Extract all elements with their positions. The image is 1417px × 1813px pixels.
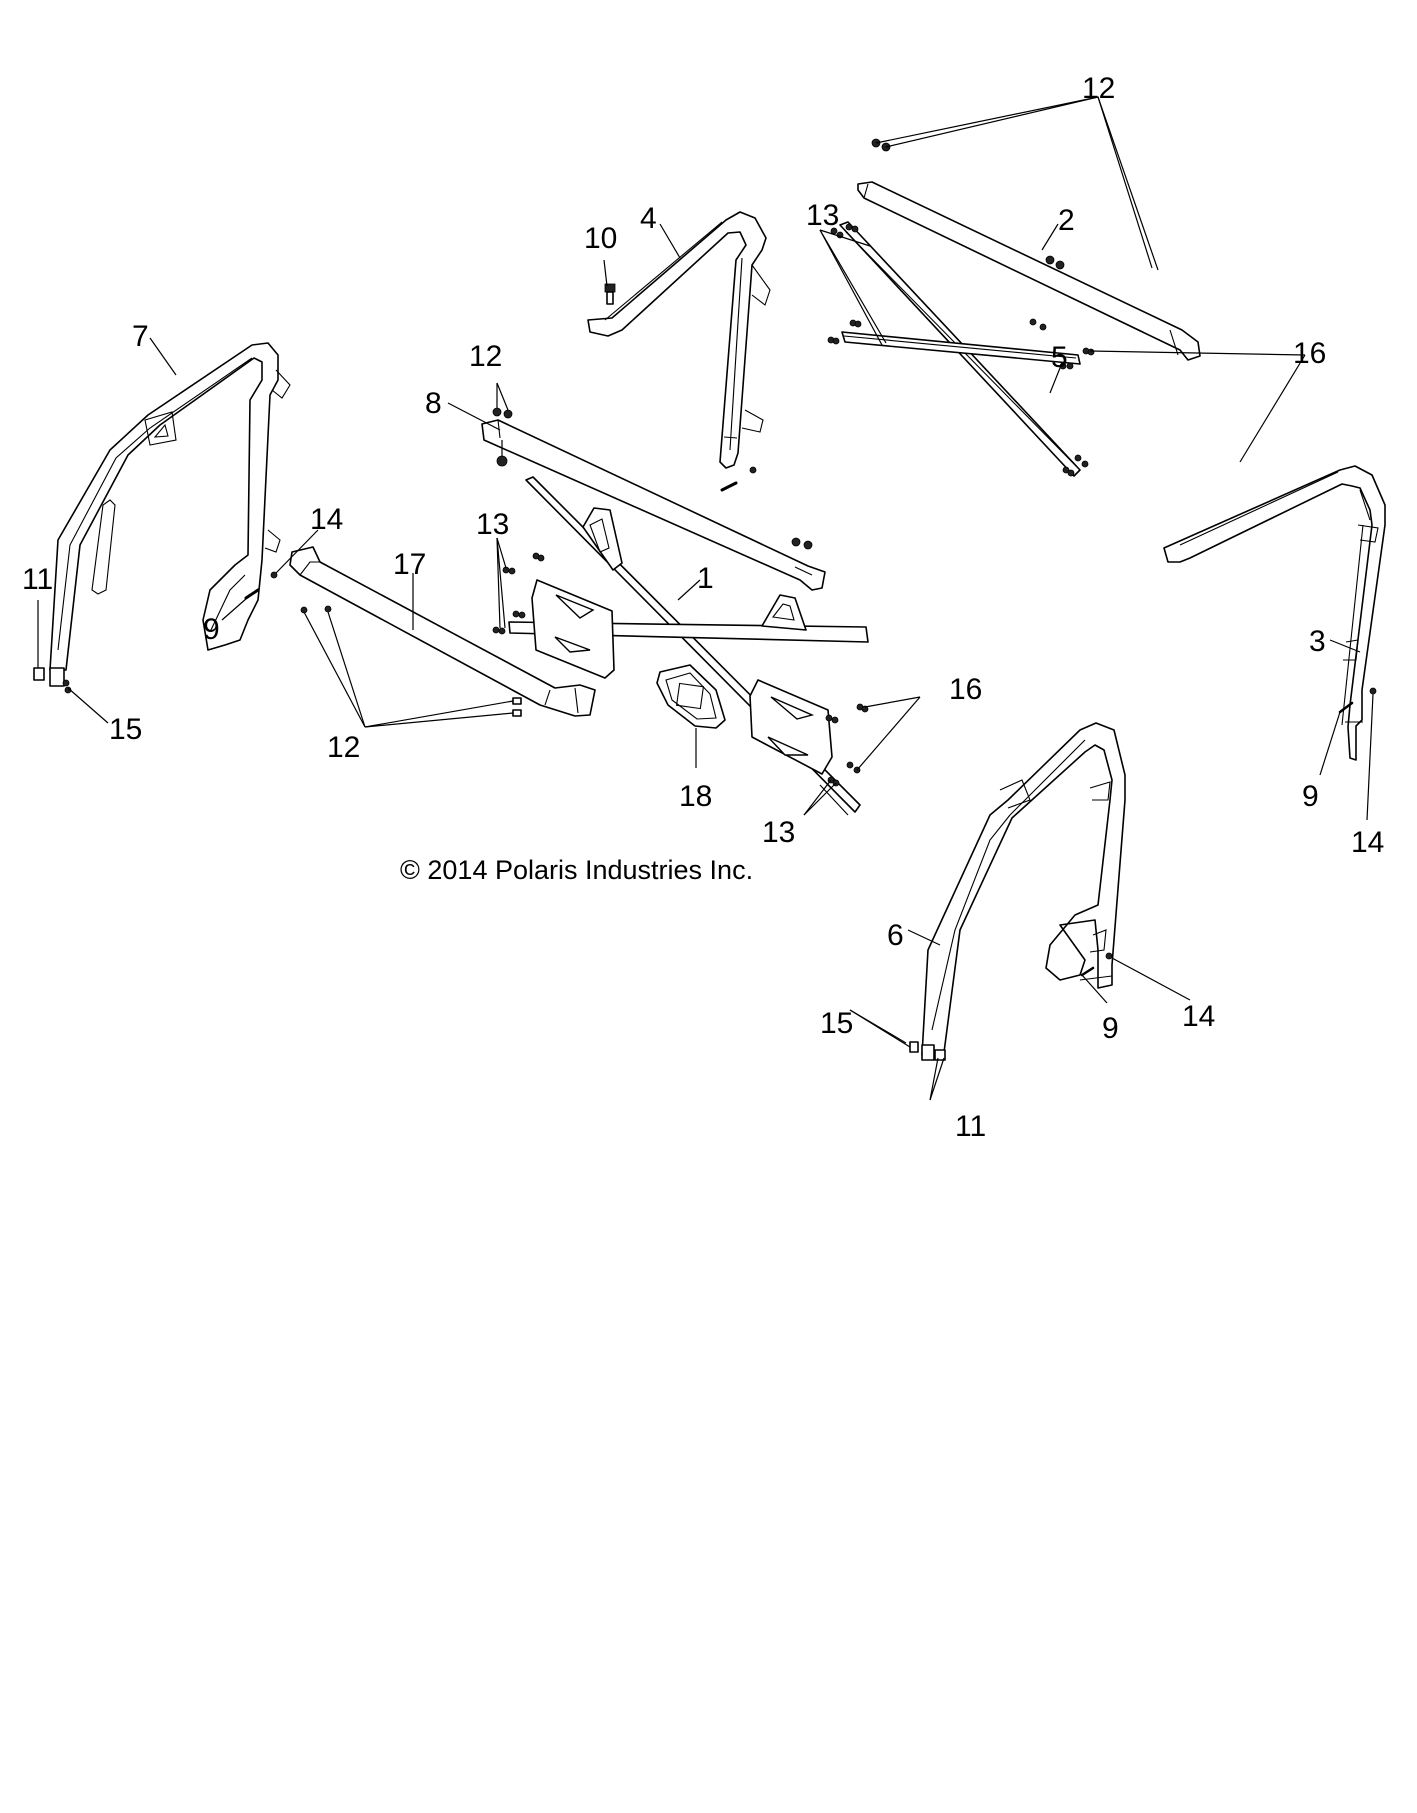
callout-12-top: 12	[1082, 72, 1115, 105]
part-7-front-left-rollbar[interactable]	[49, 342, 291, 687]
leader-lines	[37, 96, 1374, 1101]
callout-6: 6	[887, 919, 904, 952]
callout-1: 1	[697, 562, 714, 595]
callout-15-lower: 15	[820, 1007, 853, 1040]
callout-13-center: 13	[476, 508, 509, 541]
callout-7: 7	[132, 320, 149, 353]
callout-15-left: 15	[109, 713, 142, 746]
part-3-rear-right-hoop[interactable]	[1163, 465, 1386, 761]
part-10-bolt[interactable]	[604, 283, 616, 305]
part-4-front-upper-hoop[interactable]	[587, 211, 771, 469]
callout-12-bottom: 12	[327, 731, 360, 764]
part-1-cab-frame[interactable]	[508, 476, 869, 816]
part-5-x-brace[interactable]	[839, 221, 1081, 477]
callout-2: 2	[1058, 204, 1075, 237]
callout-9-lower: 9	[1102, 1012, 1119, 1045]
callout-11-lower: 11	[955, 1110, 986, 1143]
hardware-12-mid[interactable]	[492, 407, 813, 550]
callout-13-bottom: 13	[762, 816, 795, 849]
callout-11-left: 11	[22, 563, 53, 596]
pin-under-part-4[interactable]	[720, 466, 757, 492]
callout-16-right: 16	[1293, 337, 1326, 370]
callout-14-left: 14	[310, 503, 343, 536]
callout-10: 10	[584, 222, 617, 255]
copyright-notice: © 2014 Polaris Industries Inc.	[400, 855, 753, 885]
callout-3: 3	[1309, 625, 1326, 658]
callout-17: 17	[393, 548, 426, 581]
part-9-pin-left[interactable]	[244, 588, 260, 600]
callout-4: 4	[640, 202, 657, 235]
callout-16-mid: 16	[949, 673, 982, 706]
callout-9-right: 9	[1302, 780, 1319, 813]
hardware-16-mid[interactable]	[846, 703, 869, 774]
callout-12-mid: 12	[469, 340, 502, 373]
callout-9-left: 9	[203, 613, 220, 646]
hardware-16-right[interactable]	[1059, 347, 1095, 477]
part-17-lower-bar[interactable]	[289, 546, 596, 717]
callout-14-right: 14	[1351, 826, 1384, 859]
callout-5: 5	[1051, 341, 1068, 374]
callout-13-top-right: 13	[806, 199, 839, 232]
callout-14-lower: 14	[1182, 1000, 1215, 1033]
part-6-front-right-rollbar[interactable]	[909, 722, 1126, 1061]
hardware-11-15-left[interactable]	[33, 667, 72, 694]
part-18-emblem[interactable]	[656, 664, 726, 729]
callout-18: 18	[679, 780, 712, 813]
hardware-14-left[interactable]	[270, 571, 278, 579]
callout-8: 8	[425, 387, 442, 420]
part-2-rear-cross-bar[interactable]	[857, 181, 1201, 361]
part-8-front-cross-bar[interactable]	[481, 419, 826, 591]
hardware-13-center[interactable]	[492, 552, 545, 635]
callout-labels: 12 2 13 4 10 7 12 8 16 5 14 13 17 1 11 9…	[22, 72, 1384, 1143]
